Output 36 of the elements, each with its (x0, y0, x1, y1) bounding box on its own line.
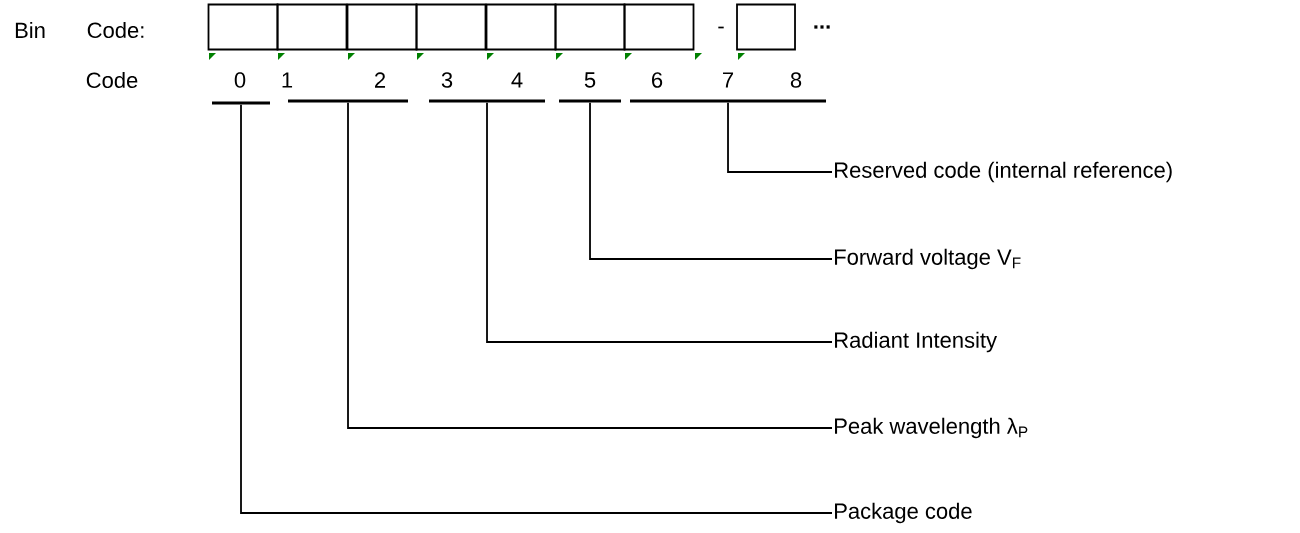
row-label: Code (86, 71, 138, 89)
row-label: Code: (87, 21, 144, 39)
digit-label: 7 (723, 72, 734, 88)
callout-text: Package code (835, 502, 972, 524)
bracket-bar (288, 99, 408, 103)
bracket-bar (429, 99, 545, 103)
code-cell (346, 3, 418, 51)
digit-label: 8 (790, 72, 802, 88)
bracket-bar (630, 99, 826, 103)
code-cell (276, 3, 348, 51)
separator-dash: - (718, 26, 724, 29)
callout-text: Reserved code (internal reference) (835, 161, 1172, 183)
digit-label: 0 (234, 72, 246, 88)
leader-line (727, 101, 833, 173)
callout-text: Peak wavelength λ$_{P}$ (835, 417, 1028, 439)
code-cell (554, 3, 626, 51)
digit-label: 1 (282, 72, 293, 88)
code-cell (623, 3, 695, 51)
code-cell (485, 3, 557, 51)
code-cell (207, 3, 279, 51)
bracket-bar (212, 101, 270, 105)
digit-label: 3 (441, 72, 453, 88)
row-label: Bin (15, 22, 45, 38)
digit-label: 6 (652, 72, 663, 88)
code-cell (415, 3, 487, 51)
leader-line (486, 101, 833, 343)
digit-label: 5 (584, 72, 596, 88)
digit-label: 4 (511, 72, 523, 88)
callout-text: Forward voltage V$_{F}$ (835, 248, 1021, 270)
digit-label: 2 (375, 72, 385, 88)
code-cell (736, 3, 796, 51)
bracket-bar (559, 99, 621, 103)
callout-text: Radiant Intensity (835, 331, 997, 353)
leader-line (240, 103, 833, 514)
leader-line (347, 101, 833, 429)
leader-line (589, 101, 833, 260)
